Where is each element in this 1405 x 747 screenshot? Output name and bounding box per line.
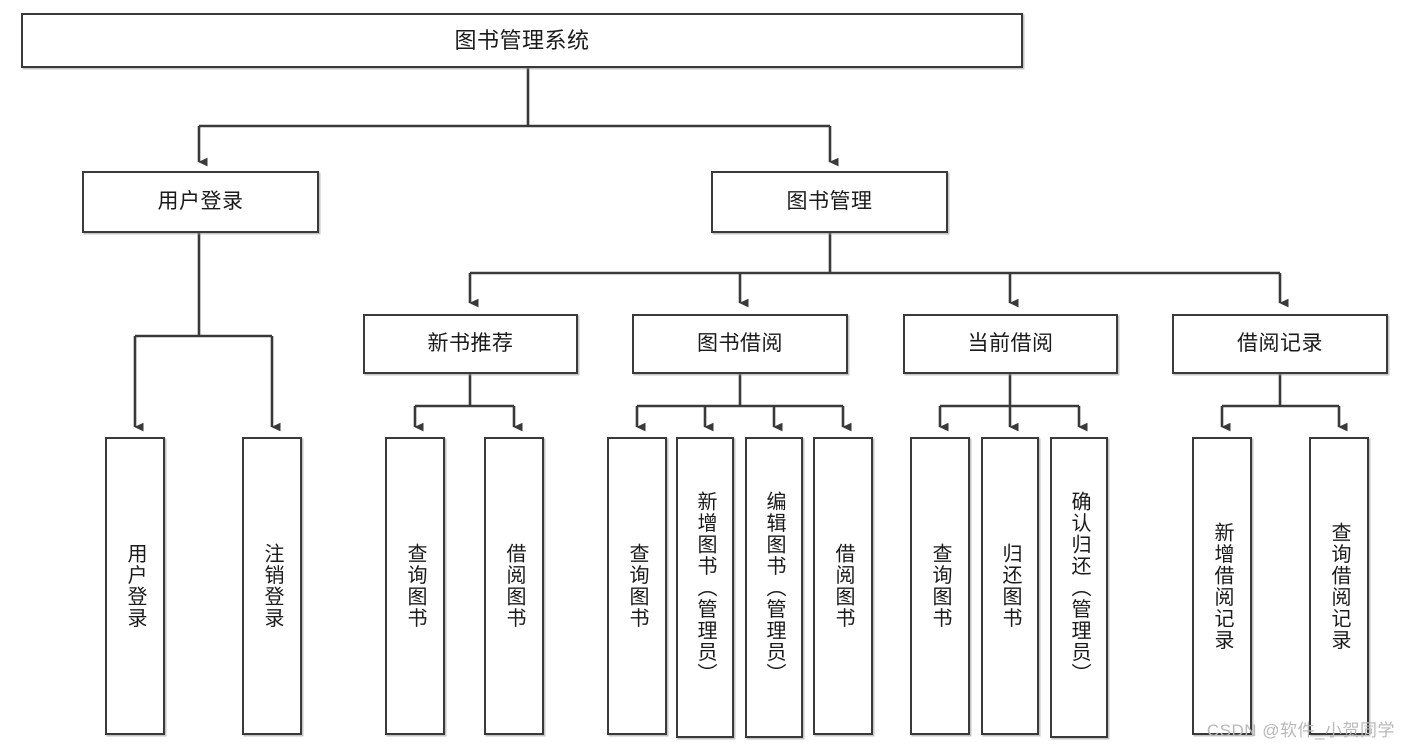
node-label: 新书推荐: [427, 331, 514, 355]
node-book-management[interactable]: 图书管理: [711, 171, 948, 233]
node-leaf-logout-login[interactable]: 注销登录: [242, 437, 302, 735]
node-label: 新增借阅记录: [1211, 521, 1233, 651]
node-label: 图书借阅: [697, 331, 783, 355]
node-label: 借阅图书: [832, 543, 854, 629]
node-leaf-query-book-1[interactable]: 查询图书: [385, 437, 445, 735]
node-label: 查询借阅记录: [1328, 521, 1350, 651]
node-leaf-confirm-return-admin[interactable]: 确认归还（管理员）: [1050, 437, 1108, 738]
node-label: 借阅图书: [503, 543, 525, 629]
node-label: 确认归还（管理员）: [1068, 490, 1090, 685]
node-current-borrow[interactable]: 当前借阅: [903, 314, 1118, 374]
node-leaf-return-book[interactable]: 归还图书: [981, 437, 1039, 735]
node-label: 查询图书: [626, 543, 648, 629]
node-leaf-user-login[interactable]: 用户登录: [105, 437, 165, 735]
csdn-watermark: CSDN @软件_小贺同学: [1206, 721, 1395, 740]
node-label: 查询图书: [929, 543, 951, 629]
node-book-borrow[interactable]: 图书借阅: [632, 314, 848, 374]
node-label: 借阅记录: [1237, 331, 1323, 355]
node-leaf-edit-book-admin[interactable]: 编辑图书（管理员）: [745, 437, 803, 738]
node-label: 用户登录: [124, 543, 146, 629]
node-leaf-borrow-book-2[interactable]: 借阅图书: [813, 437, 873, 735]
node-leaf-borrow-book-1[interactable]: 借阅图书: [484, 437, 544, 735]
node-label: 编辑图书（管理员）: [763, 490, 785, 685]
node-label: 归还图书: [999, 543, 1021, 629]
node-leaf-query-book-3[interactable]: 查询图书: [910, 437, 970, 735]
node-label: 注销登录: [261, 543, 283, 629]
node-label: 图书管理: [786, 189, 873, 213]
node-new-book-recommend[interactable]: 新书推荐: [363, 314, 578, 374]
node-label: 当前借阅: [967, 331, 1054, 355]
node-leaf-add-book-admin[interactable]: 新增图书（管理员）: [676, 437, 734, 738]
node-user-login[interactable]: 用户登录: [82, 171, 319, 233]
node-label: 查询图书: [404, 543, 426, 629]
node-leaf-query-borrow-record[interactable]: 查询借阅记录: [1309, 437, 1369, 735]
node-label: 用户登录: [157, 189, 244, 213]
node-leaf-query-book-2[interactable]: 查询图书: [607, 437, 667, 735]
node-root-book-management-system[interactable]: 图书管理系统: [21, 13, 1023, 68]
node-label: 新增图书（管理员）: [694, 490, 716, 685]
node-leaf-add-borrow-record[interactable]: 新增借阅记录: [1192, 437, 1252, 735]
node-borrow-record[interactable]: 借阅记录: [1172, 314, 1388, 374]
node-label: 图书管理系统: [454, 27, 590, 53]
